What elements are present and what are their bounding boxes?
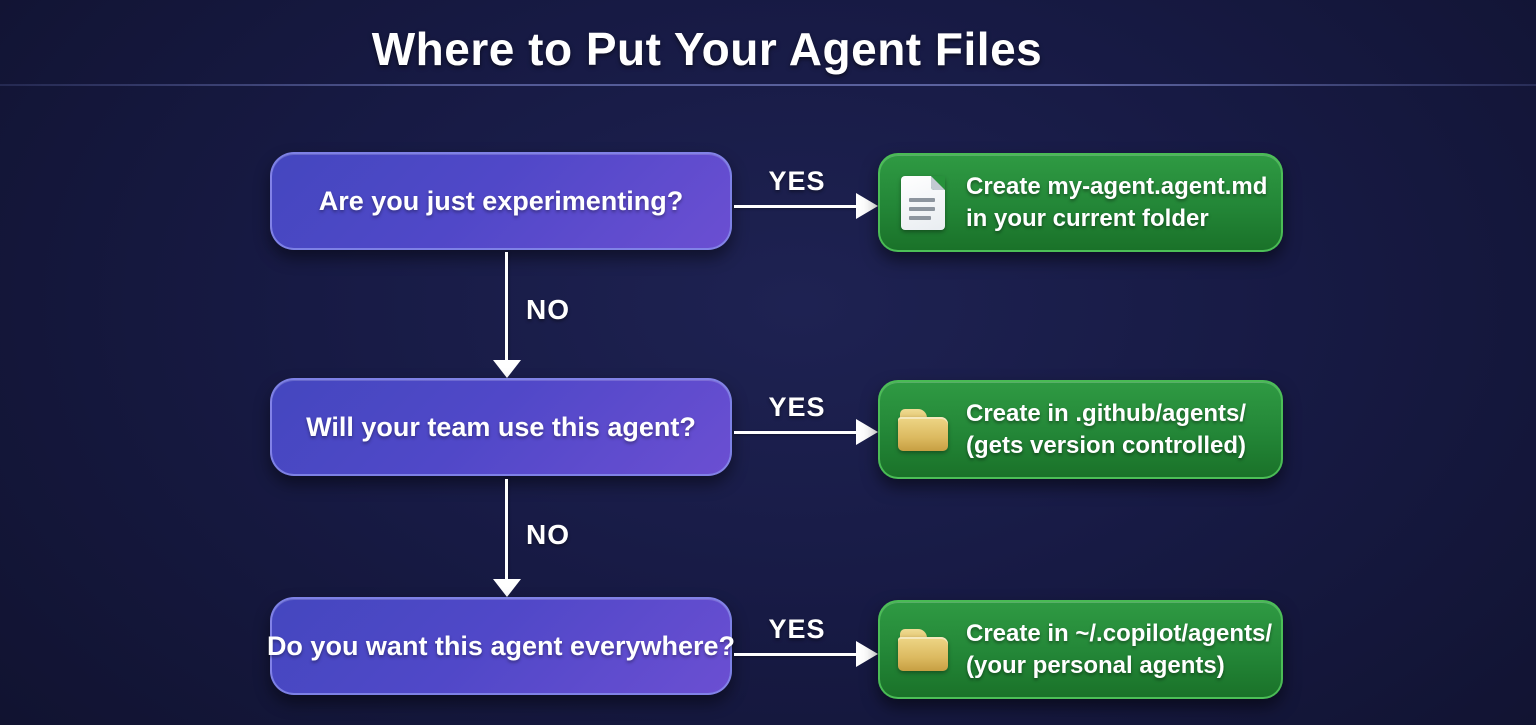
yes-arrow-2: YES [734, 392, 878, 448]
arrow-head-down-icon [493, 360, 521, 378]
question-box-agent-everywhere: Do you want this agent everywhere? [266, 597, 736, 695]
arrow-head-right-icon [856, 193, 878, 219]
arrow-line [505, 252, 508, 360]
arrow-head-right-icon [856, 419, 878, 445]
title-divider [0, 84, 1536, 86]
result-text: Create in .github/agents/ (gets version … [966, 398, 1246, 462]
page-title: Where to Put Your Agent Files [371, 23, 1043, 75]
no-arrow-label: NO [526, 294, 570, 325]
arrow-head-down-icon [493, 579, 521, 597]
result-line1: Create in .github/agents/ [966, 399, 1247, 427]
folder-icon [898, 628, 948, 671]
page-fold-icon [931, 175, 945, 190]
arrow-line [505, 479, 508, 579]
question-box-team-use: Will your team use this agent? [270, 378, 732, 476]
arrow-line [734, 205, 860, 208]
result-line2: (your personal agents) [966, 651, 1225, 679]
result-text: Create my-agent.agent.md in your current… [966, 171, 1267, 235]
result-box-copilot-agents: Create in ~/.copilot/agents/ (your perso… [878, 600, 1283, 699]
question-text: Are you just experimenting? [318, 185, 684, 216]
yes-arrow-label: YES [768, 614, 826, 644]
no-arrow-label: NO [526, 519, 570, 550]
result-line2: (gets version controlled) [966, 431, 1247, 459]
result-line1: Create my-agent.agent.md [966, 172, 1268, 200]
result-box-current-folder: Create my-agent.agent.md in your current… [878, 153, 1283, 252]
question-text: Will your team use this agent? [306, 411, 696, 442]
result-text: Create in ~/.copilot/agents/ (your perso… [966, 618, 1272, 682]
yes-arrow-3: YES [734, 614, 878, 670]
arrow-head-right-icon [856, 641, 878, 667]
question-box-experimenting: Are you just experimenting? [270, 152, 732, 250]
folder-icon [898, 408, 948, 451]
document-icon [901, 175, 945, 230]
no-arrow-1: NO [493, 252, 595, 378]
result-box-github-agents: Create in .github/agents/ (gets version … [878, 380, 1283, 479]
yes-arrow-1: YES [734, 166, 878, 222]
yes-arrow-label: YES [768, 166, 826, 196]
arrow-line [734, 431, 860, 434]
arrow-line [734, 653, 860, 656]
question-text: Do you want this agent everywhere? [266, 630, 736, 661]
no-arrow-2: NO [493, 479, 595, 597]
yes-arrow-label: YES [768, 392, 826, 422]
result-line1: Create in ~/.copilot/agents/ [966, 619, 1273, 647]
result-line2: in your current folder [966, 204, 1209, 232]
